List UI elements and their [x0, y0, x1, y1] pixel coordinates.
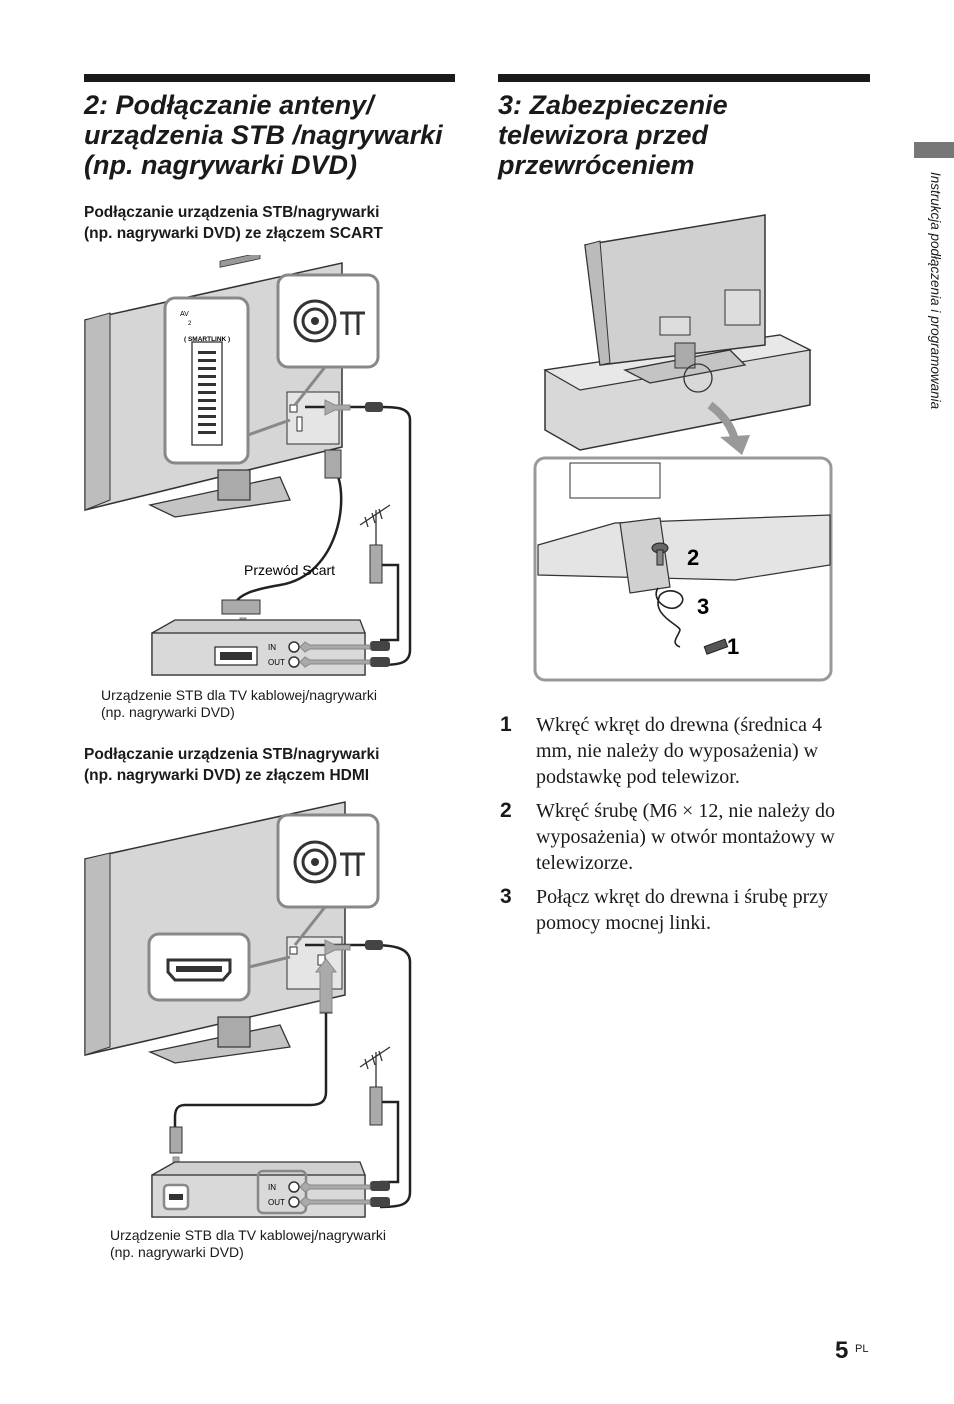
right-heading-rule [498, 74, 870, 82]
securing-steps: 1 Wkręć wkręt do drewna (średnica 4 mm, … [500, 712, 860, 944]
detail-stand [537, 514, 831, 581]
step-text: Wkręć wkręt do drewna (średnica 4 mm, ni… [536, 714, 822, 788]
antenna-icon [359, 1046, 391, 1087]
heading-line: 3: Zabezpieczenie [498, 90, 728, 120]
heading-line: 2: Podłączanie anteny/ [84, 90, 374, 120]
page-number: 5 [835, 1337, 849, 1364]
detail-screw-icon [651, 542, 669, 566]
stb-port-in: IN [268, 1183, 276, 1192]
heading-line: telewizora przed [498, 120, 709, 150]
scart-connection-diagram: AV 2 ( SMARTLINK ) Przewód Scart IN OUT [84, 255, 412, 676]
subheading-line: Podłączanie urządzenia STB/nagrywarki [84, 204, 380, 221]
tv-terminal-panel [286, 391, 340, 445]
callout-2: 2 [687, 545, 699, 570]
subheading-line: Podłączanie urządzenia STB/nagrywarki [84, 746, 380, 763]
side-section-text: Instrukcja podłączenia i programowania [928, 172, 943, 410]
antenna-symbol-icon [340, 852, 365, 876]
detail-wood-screw-icon [703, 638, 729, 655]
stb-port-out: OUT [268, 1198, 285, 1207]
callout-3: 3 [697, 594, 709, 619]
caption-line: (np. nagrywarki DVD) [101, 704, 235, 720]
caption-line: Urządzenie STB dla TV kablowej/nagrywark… [101, 687, 377, 703]
step-item: 3 Połącz wkręt do drewna i śrubę przy po… [500, 884, 860, 936]
tv-frame [584, 240, 611, 366]
rf-cable-tv [305, 943, 412, 1209]
section-2-heading: 2: Podłączanie anteny/ urządzenia STB /n… [84, 90, 464, 180]
scart-cable [233, 469, 343, 604]
hdmi-stb-caption: Urządzenie STB dla TV kablowej/nagrywark… [110, 1227, 386, 1261]
heading-line: (np. nagrywarki DVD) [84, 150, 358, 180]
antenna-cable [380, 563, 400, 642]
tv-frame [84, 312, 111, 511]
tv-stand-neck [217, 1016, 251, 1048]
step-text: Połącz wkręt do drewna i śrubę przy pomo… [536, 886, 829, 934]
subheading-line: (np. nagrywarki DVD) ze złączem HDMI [84, 767, 370, 784]
stb-port-in: IN [268, 643, 276, 652]
av-number: 2 [188, 321, 192, 327]
caption-line: (np. nagrywarki DVD) [110, 1244, 244, 1260]
step-number: 3 [500, 885, 512, 908]
tv-aerial-socket [289, 404, 298, 413]
left-heading-rule [84, 74, 455, 82]
scart-cable-label: Przewód Scart [244, 562, 335, 578]
heading-line: urządzenia STB /nagrywarki [84, 120, 443, 150]
hdmi-cable [173, 1013, 328, 1127]
side-section-label: Instrukcja podłączenia i programowania [925, 172, 945, 517]
step-item: 2 Wkręć śrubę (M6 × 12, nie należy do wy… [500, 798, 860, 876]
step-number: 2 [500, 799, 512, 822]
hdmi-subheading: Podłączanie urządzenia STB/nagrywarki (n… [84, 744, 379, 786]
callout-1: 1 [727, 634, 739, 659]
scart-subheading: Podłączanie urządzenia STB/nagrywarki (n… [84, 202, 383, 244]
scart-stb-caption: Urządzenie STB dla TV kablowej/nagrywark… [101, 687, 377, 721]
smartlink-label: ( SMARTLINK ) [184, 336, 230, 343]
caption-line: Urządzenie STB dla TV kablowej/nagrywark… [110, 1227, 386, 1243]
tv-frame [84, 852, 111, 1056]
antenna-icon [359, 504, 391, 545]
antenna-plug [369, 1086, 383, 1126]
av-label: AV [180, 311, 189, 318]
subheading-line: (np. nagrywarki DVD) ze złączem SCART [84, 225, 383, 242]
detail-marker [683, 363, 713, 393]
section-3-heading: 3: Zabezpieczenie telewizora przed przew… [498, 90, 878, 180]
hdmi-connection-diagram: IN OUT [84, 801, 412, 1218]
antenna-plug [369, 544, 383, 584]
heading-line: przewróceniem [498, 150, 695, 180]
antenna-symbol-icon [340, 311, 365, 335]
stb-port-out: OUT [268, 658, 285, 667]
tv-stand-neck [217, 469, 251, 501]
stb-rf-frame [256, 1169, 308, 1215]
hdmi-plug-stb [169, 1126, 183, 1154]
section-tab-marker [914, 142, 954, 158]
page-language: PL [855, 1343, 869, 1355]
tv-scart-slot [296, 416, 303, 432]
tv-vent [219, 255, 261, 268]
step-text: Wkręć śrubę (M6 × 12, nie należy do wypo… [536, 800, 835, 874]
detail-cord [655, 587, 684, 648]
step-number: 1 [500, 713, 512, 736]
tv-securing-diagram: 2 3 1 [533, 214, 833, 682]
step-item: 1 Wkręć wkręt do drewna (średnica 4 mm, … [500, 712, 860, 790]
scart-pins [198, 351, 216, 434]
zoom-pointer [247, 418, 291, 437]
